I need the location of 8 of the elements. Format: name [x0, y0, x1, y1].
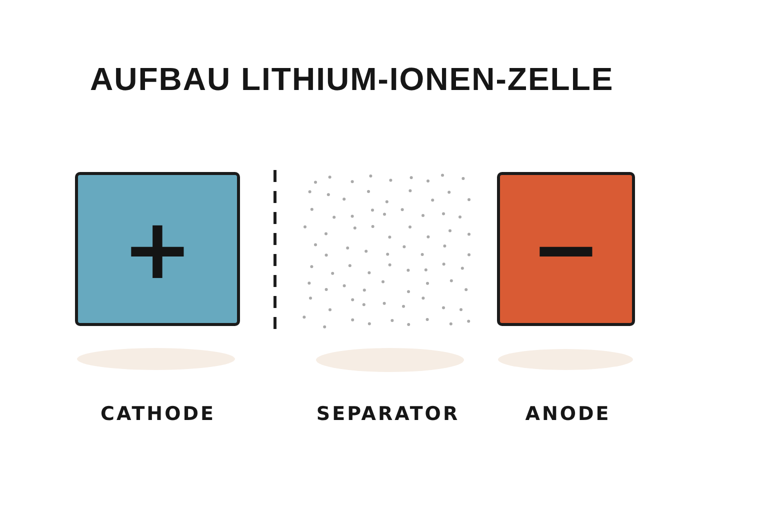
- cathode-block: [75, 172, 240, 326]
- part-label: CATHODE: [100, 404, 216, 425]
- polarity-sign: +: [122, 207, 193, 291]
- part-label: SEPARATOR: [316, 404, 460, 425]
- diagram-title: AUFBAU LITHIUM-IONEN-ZELLE: [90, 62, 614, 98]
- anode-block: [497, 172, 635, 326]
- part-label: ANODE: [525, 404, 611, 425]
- polarity-sign: −: [530, 207, 602, 291]
